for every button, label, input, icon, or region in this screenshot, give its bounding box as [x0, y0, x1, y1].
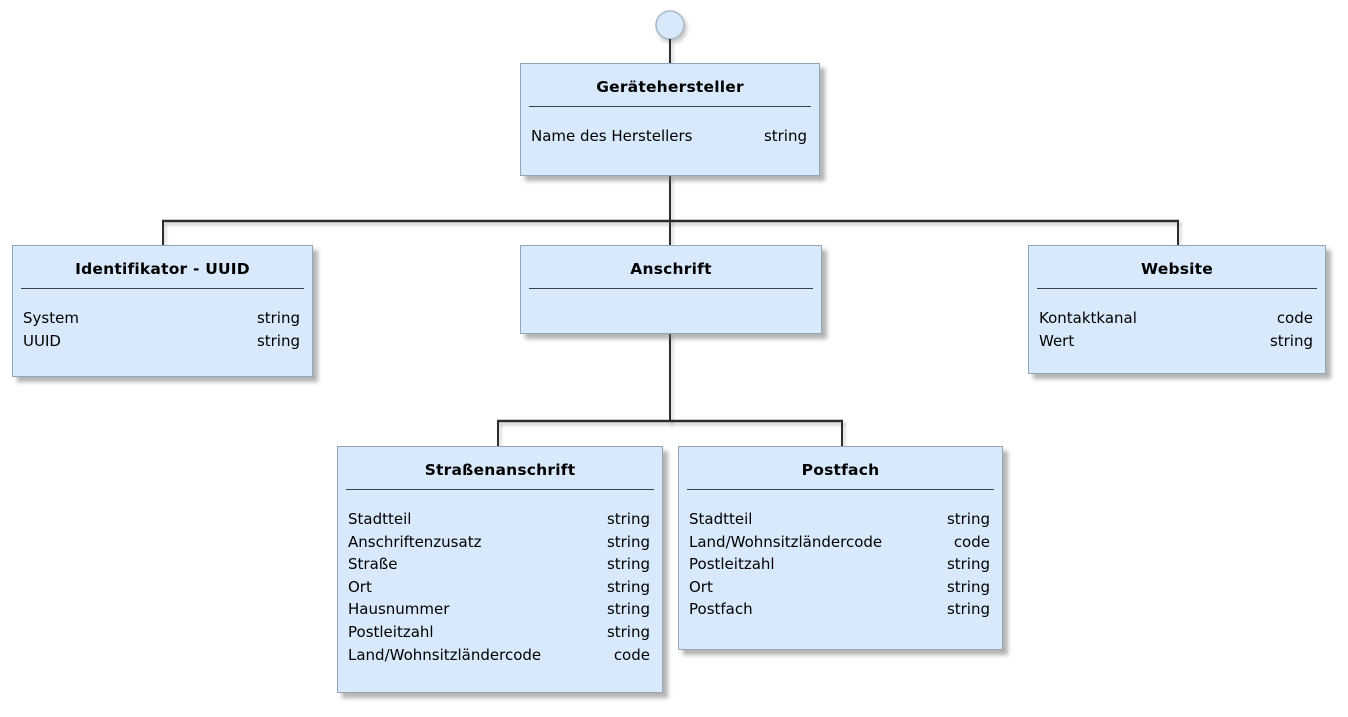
attribute-row: Ort string: [348, 576, 650, 599]
entity-title: Postfach: [687, 447, 994, 490]
attribute-row: Postfach string: [689, 598, 990, 621]
attribute-name: Postleitzahl: [348, 622, 434, 641]
entity-box-geraetehersteller: Gerätehersteller Name des Herstellers str…: [520, 63, 820, 176]
attribute-type: string: [946, 510, 990, 528]
attribute-type: string: [763, 127, 807, 145]
entity-attributes: Name des Herstellers string: [521, 107, 819, 148]
attribute-name: Stadtteil: [689, 510, 753, 528]
attribute-type: code: [953, 532, 990, 551]
attribute-row: Stadtteil string: [689, 508, 990, 531]
attribute-row: Hausnummer string: [348, 598, 650, 621]
attribute-type: code: [613, 645, 650, 664]
attribute-name: Stadtteil: [348, 510, 412, 528]
attribute-name: Land/Wohnsitzländercode: [689, 532, 883, 551]
attribute-name: Postfach: [689, 600, 753, 619]
attribute-type: string: [606, 600, 650, 619]
attribute-type: string: [1269, 331, 1313, 350]
attribute-name: Hausnummer: [348, 600, 450, 619]
attribute-type: string: [946, 555, 990, 574]
attribute-type: string: [606, 555, 650, 574]
attribute-name: Postleitzahl: [689, 555, 775, 574]
attribute-row: Anschriftenzusatz string: [348, 531, 650, 554]
attribute-name: Anschriftenzusatz: [348, 532, 482, 551]
entity-title: Straßenanschrift: [346, 447, 654, 490]
attribute-row: Postleitzahl string: [689, 553, 990, 576]
attribute-name: Straße: [348, 555, 398, 574]
attribute-name: Kontaktkanal: [1039, 309, 1137, 327]
attribute-row: Wert string: [1039, 330, 1313, 353]
entity-title: Website: [1037, 246, 1317, 289]
entity-title: Identifikator - UUID: [21, 246, 304, 289]
entity-title: Anschrift: [529, 246, 813, 289]
entity-attributes: [521, 289, 821, 307]
attribute-name: Ort: [348, 577, 372, 596]
attribute-row: Stadtteil string: [348, 508, 650, 531]
attribute-type: string: [606, 577, 650, 596]
attribute-type: string: [256, 331, 300, 350]
interface-circle: [655, 10, 685, 40]
attribute-name: Name des Herstellers: [531, 127, 693, 145]
attribute-row: UUID string: [23, 330, 300, 353]
entity-title: Gerätehersteller: [529, 64, 811, 107]
attribute-name: Ort: [689, 577, 713, 596]
attribute-type: string: [946, 577, 990, 596]
attribute-row: Land/Wohnsitzländercode code: [348, 644, 650, 667]
attribute-name: System: [23, 309, 79, 327]
attribute-row: Postleitzahl string: [348, 621, 650, 644]
attribute-row: Straße string: [348, 553, 650, 576]
attribute-name: Land/Wohnsitzländercode: [348, 645, 542, 664]
attribute-row: Kontaktkanal code: [1039, 307, 1313, 330]
entity-box-anschrift: Anschrift: [520, 245, 822, 334]
attribute-name: Wert: [1039, 331, 1075, 350]
attribute-type: string: [946, 600, 990, 619]
attribute-type: string: [606, 510, 650, 528]
attribute-type: string: [256, 309, 300, 327]
attribute-name: UUID: [23, 331, 61, 350]
attribute-type: string: [606, 622, 650, 641]
attribute-row: Name des Herstellers string: [531, 125, 807, 148]
attribute-row: Land/Wohnsitzländercode code: [689, 531, 990, 554]
attribute-row: System string: [23, 307, 300, 330]
attribute-type: code: [1276, 309, 1313, 327]
attribute-row: Ort string: [689, 576, 990, 599]
attribute-type: string: [606, 532, 650, 551]
